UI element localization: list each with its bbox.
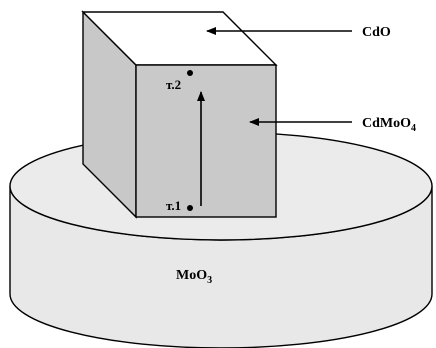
- point-2-marker: [187, 70, 193, 76]
- cdmoo4-label-subscript: 4: [411, 123, 416, 134]
- cube-front-face: [135, 64, 277, 218]
- cdo-label: CdO: [362, 25, 391, 40]
- point-1-marker: [187, 205, 193, 211]
- point-1-label: т.1: [166, 198, 181, 213]
- cdmoo4-label-main: CdMoO: [362, 116, 411, 131]
- cdmoo4-label: CdMoO4: [362, 116, 416, 134]
- moo3-label: MoO3: [176, 268, 212, 286]
- moo3-label-main: MoO: [176, 268, 207, 283]
- moo3-label-subscript: 3: [207, 275, 212, 286]
- point-2-label: т.2: [166, 77, 181, 92]
